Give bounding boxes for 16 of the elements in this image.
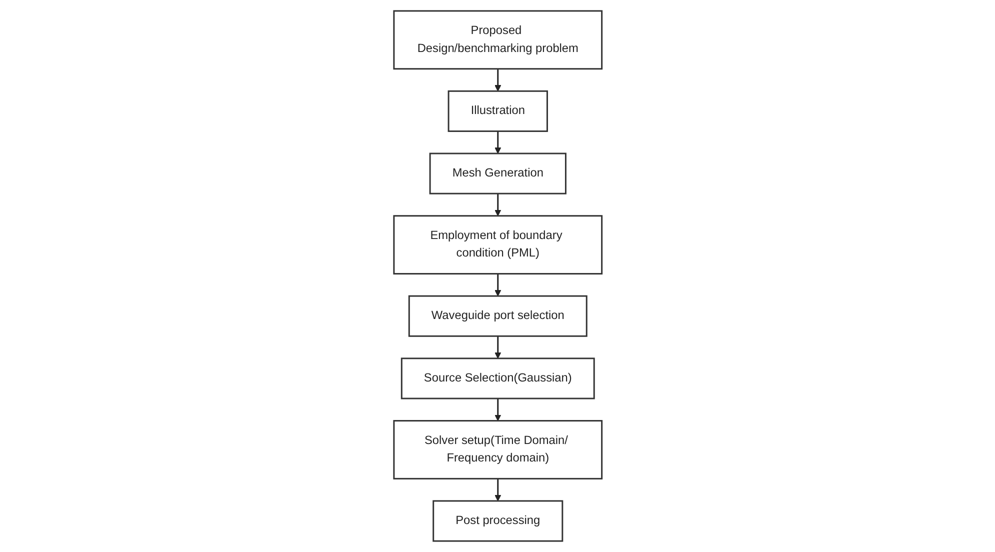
- node-box: [432, 500, 563, 542]
- arrow: [494, 398, 501, 422]
- arrow: [494, 131, 501, 154]
- node-box: [392, 10, 602, 70]
- flowchart-drawing: Proposed Design/benchmarking problem Illustration Mesh Generation Employment of boundary condition (PML) Waveguide port selection Source Selection(Gaussian) Solver setup(Time Domain/ Frequency domain) Post processing: [388, 5, 608, 547]
- node-box: [428, 152, 566, 194]
- node-box: [447, 90, 548, 132]
- arrow: [494, 68, 501, 92]
- node-box: [392, 215, 602, 274]
- node-box: [408, 295, 587, 337]
- arrow: [494, 274, 501, 296]
- arrow: [494, 194, 501, 216]
- node-box: [400, 358, 594, 400]
- node-box: [392, 420, 602, 480]
- arrow: [494, 336, 501, 359]
- arrow: [494, 478, 501, 502]
